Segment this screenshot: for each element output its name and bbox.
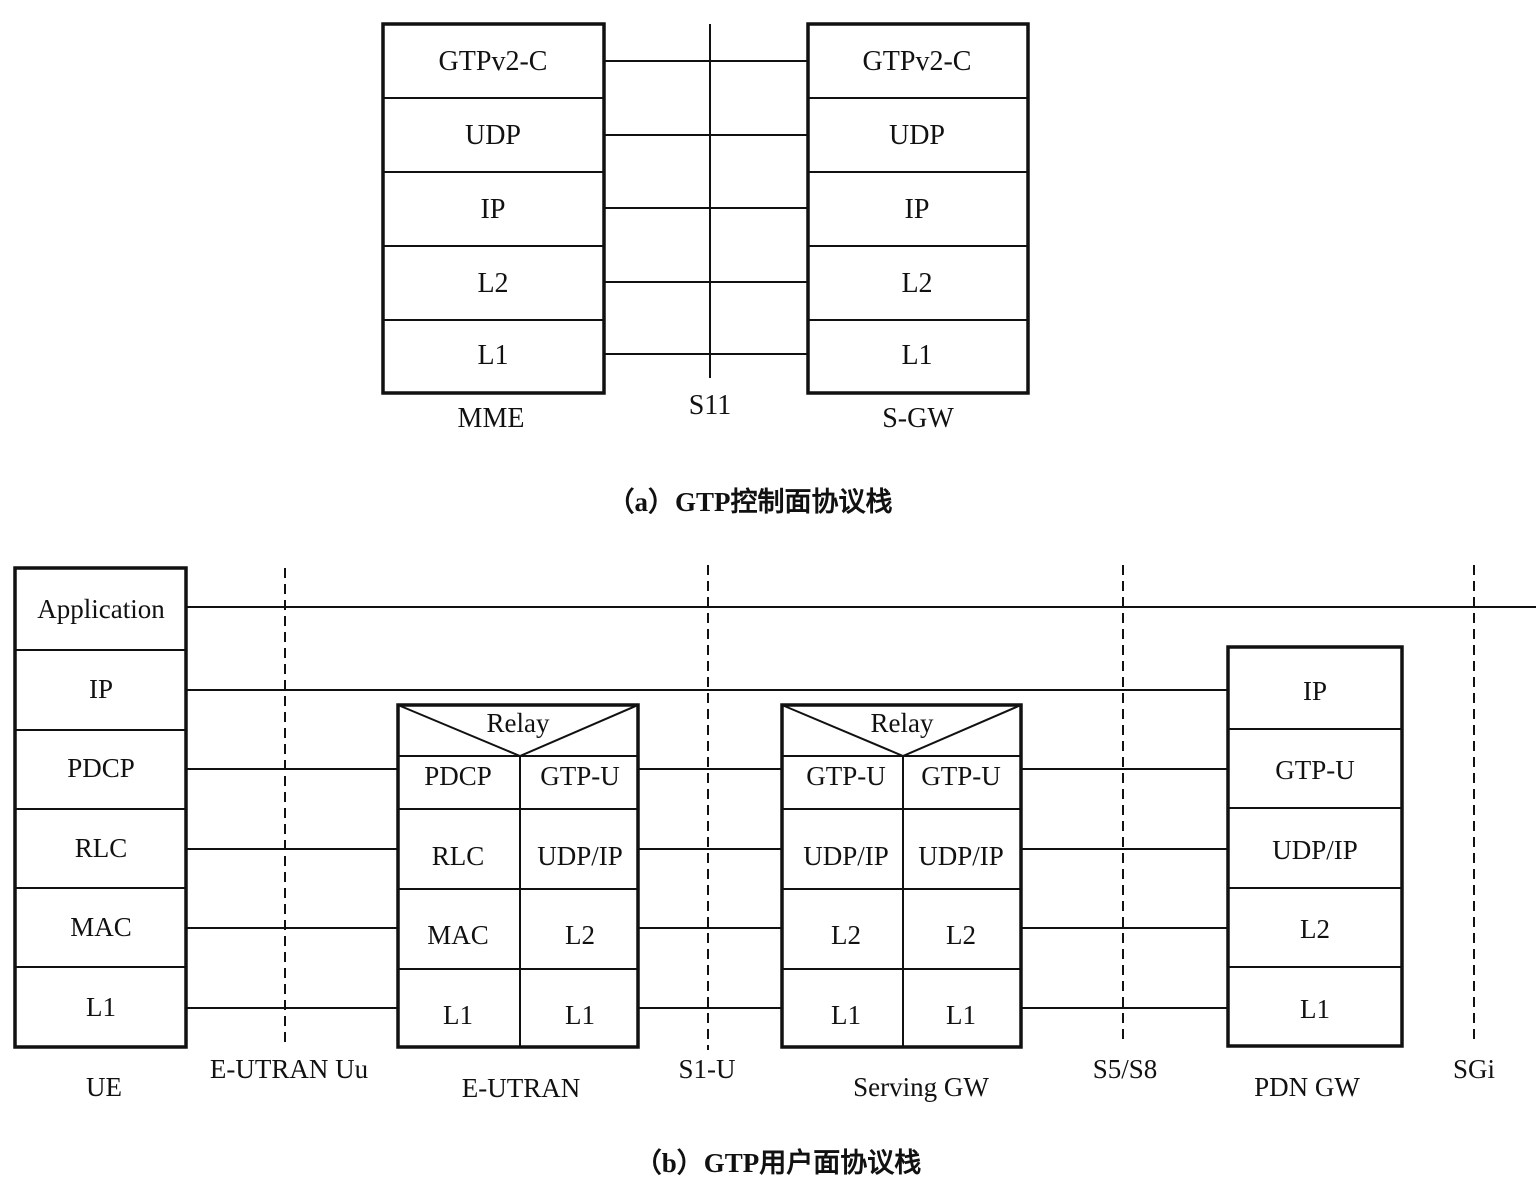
pgw-layer-4: L2 [1300, 914, 1330, 944]
s5s8-label: S5/S8 [1093, 1054, 1158, 1084]
ue-layer-4: RLC [75, 833, 128, 863]
mme-stack: GTPv2-C UDP IP L2 L1 [381, 22, 606, 395]
sgi-label: SGi [1453, 1054, 1495, 1084]
eutran-relay-label: Relay [487, 708, 550, 738]
ue-layer-2: IP [89, 674, 113, 704]
sgw-label: S-GW [882, 403, 954, 434]
ue-layer-6: L1 [86, 992, 116, 1022]
sgw-relay-label: Relay [871, 708, 934, 738]
pdn-gw-label: PDN GW [1254, 1072, 1360, 1102]
sgw-layer-4: L2 [901, 268, 932, 299]
ue-layer-5: MAC [70, 912, 132, 942]
pgw-layer-5: L1 [1300, 994, 1330, 1024]
serving-gw-stack: Relay GTP-U UDP/IP L2 L1 GTP-U UDP/IP L2… [780, 703, 1023, 1049]
eutran-left-layer-1: PDCP [424, 761, 492, 791]
sgw-left-layer-4: L1 [831, 1000, 861, 1030]
sgw-stack: GTPv2-C UDP IP L2 L1 [806, 22, 1030, 395]
mme-label: MME [458, 403, 525, 434]
eutran-right-layer-1: GTP-U [540, 761, 620, 791]
eutran-left-layer-2: RLC [432, 841, 485, 871]
s1u-label: S1-U [678, 1054, 735, 1084]
mme-layer-2: UDP [465, 120, 521, 151]
eutran-left-layer-3: MAC [427, 920, 489, 950]
ue-stack: Application IP PDCP RLC MAC L1 [13, 566, 188, 1049]
sgw-left-layer-2: UDP/IP [803, 841, 889, 871]
caption-a: （a）GTP控制面协议栈 [607, 487, 892, 517]
sgw-right-layer-4: L1 [946, 1000, 976, 1030]
eutran-left-layer-4: L1 [443, 1000, 473, 1030]
caption-b: （b）GTP用户面协议栈 [635, 1147, 922, 1178]
eutran-right-layer-4: L1 [565, 1000, 595, 1030]
sgw-left-layer-3: L2 [831, 920, 861, 950]
sgw-layer-3: IP [905, 194, 930, 225]
ue-layer-1: Application [37, 594, 165, 624]
eutran-stack: Relay PDCP RLC MAC L1 GTP-U UDP/IP L2 L1 [396, 703, 640, 1049]
sgw-right-layer-2: UDP/IP [918, 841, 1004, 871]
s11-label: S11 [689, 390, 732, 421]
sgw-right-layer-1: GTP-U [921, 761, 1001, 791]
control-plane-diagram: GTPv2-C UDP IP L2 L1 GTPv2-C UDP IP L2 L… [381, 22, 1030, 517]
eutran-label: E-UTRAN [462, 1073, 580, 1103]
pdn-gw-stack: IP GTP-U UDP/IP L2 L1 [1226, 645, 1404, 1048]
mme-layer-3: IP [481, 194, 506, 225]
sgw-layer-1: GTPv2-C [863, 46, 972, 77]
ue-label: UE [86, 1072, 122, 1102]
sgw-layer-5: L1 [901, 340, 932, 371]
sgw-left-layer-1: GTP-U [806, 761, 886, 791]
eutran-uu-label: E-UTRAN Uu [210, 1054, 369, 1084]
mme-layer-5: L1 [477, 340, 508, 371]
user-plane-diagram: Application IP PDCP RLC MAC L1 Relay PDC… [13, 565, 1536, 1178]
mme-layer-4: L2 [477, 268, 508, 299]
ue-layer-3: PDCP [67, 753, 135, 783]
serving-gw-label: Serving GW [853, 1072, 989, 1102]
eutran-right-layer-3: L2 [565, 920, 595, 950]
pgw-layer-2: GTP-U [1275, 755, 1355, 785]
sgw-layer-2: UDP [889, 120, 945, 151]
pgw-layer-1: IP [1303, 676, 1327, 706]
eutran-right-layer-2: UDP/IP [537, 841, 623, 871]
mme-layer-1: GTPv2-C [439, 46, 548, 77]
sgw-right-layer-3: L2 [946, 920, 976, 950]
pgw-layer-3: UDP/IP [1272, 835, 1358, 865]
